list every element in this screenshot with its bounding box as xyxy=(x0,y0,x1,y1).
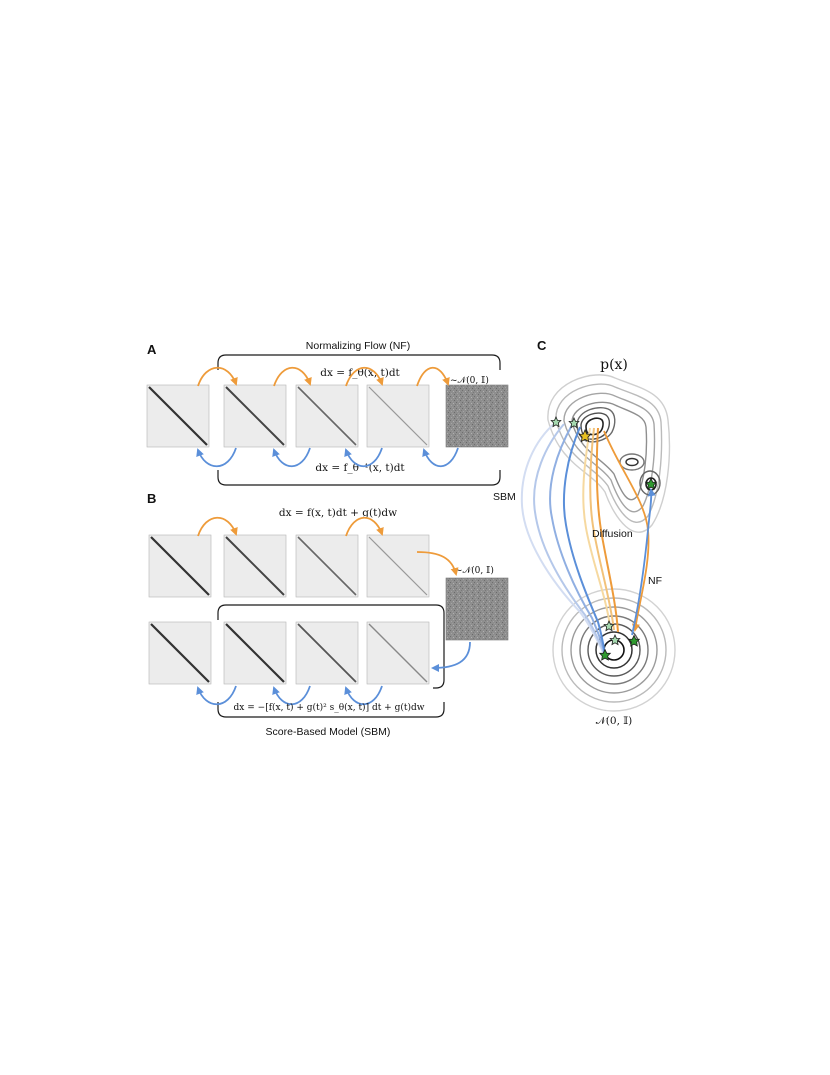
diffusion-trajectory-label: Diffusion xyxy=(592,528,633,540)
nf-map-3-diagonal xyxy=(297,386,357,446)
nf-inverse-trajectory xyxy=(631,488,656,636)
nf-target-distribution: ~𝒩(0, 𝕀) xyxy=(450,375,489,386)
panel-c-letter: C xyxy=(537,338,547,353)
sbm-forward-map-3-diagonal xyxy=(297,536,357,596)
sbm-forward-arrow-3 xyxy=(416,551,459,576)
sbm-trajectories xyxy=(520,421,606,656)
nf-map-4-diagonal xyxy=(368,386,428,446)
sbm-bottom-bracket xyxy=(217,702,445,718)
nf-inverse-arrow-1 xyxy=(196,447,237,468)
sbm-reverse-map-1-diagonal xyxy=(150,623,210,683)
nf-forward-arrow-3 xyxy=(345,366,384,387)
nf-forward-arrow-4 xyxy=(416,366,450,387)
sbm-reverse-arrow-2 xyxy=(196,685,237,706)
sbm-forward-arrow-2 xyxy=(345,516,384,537)
diffusion-trajectories xyxy=(582,427,619,633)
nf-map-2-diagonal xyxy=(225,386,285,446)
panel-a: A Normalizing Flow (NF) dx = f_θ(x, t)dt… xyxy=(146,340,509,486)
sbm-reverse-arrow-1 xyxy=(431,641,471,672)
nf-inverse-arrow-2 xyxy=(272,447,311,468)
sbm-reverse-arrow-4 xyxy=(344,685,383,706)
nf-forward-arrow-2 xyxy=(273,366,312,387)
star-prior-light-1 xyxy=(603,620,615,632)
sbm-target-distribution: ~𝒩(0, 𝕀) xyxy=(455,565,494,576)
panel-c: C p(x) 𝒩(0, 𝕀) xyxy=(493,338,676,727)
sample-stars xyxy=(550,416,658,661)
sbm-reverse-map-3-diagonal xyxy=(297,623,357,683)
star-prior-light-2 xyxy=(609,634,621,646)
sbm-reverse-arrow-3 xyxy=(272,685,311,706)
data-density-contours xyxy=(547,374,671,533)
nf-bottom-bracket xyxy=(217,470,501,486)
nf-forward-equation: dx = f_θ(x, t)dt xyxy=(320,367,400,379)
panel-b: B dx = f(x, t)dt + g(t)dw ~𝒩(0, 𝕀) dx = … xyxy=(147,491,509,738)
prior-density-contours xyxy=(552,588,676,712)
sbm-top-bracket xyxy=(217,604,445,689)
prior-distribution-label: 𝒩(0, 𝕀) xyxy=(596,715,633,727)
nf-trajectory-label: NF xyxy=(648,575,662,587)
star-data-light-1 xyxy=(550,416,562,428)
nf-inverse-arrow-4 xyxy=(422,447,459,468)
sbm-title: Score-Based Model (SBM) xyxy=(266,726,391,738)
nf-noise-map xyxy=(445,384,509,448)
sbm-forward-map-1-diagonal xyxy=(150,536,210,596)
star-prior-bottom xyxy=(598,648,612,661)
panel-a-letter: A xyxy=(147,342,157,357)
nf-inverse-equation: dx = f_θ⁻¹(x, t)dt xyxy=(315,462,405,474)
sbm-forward-map-2-diagonal xyxy=(225,536,285,596)
sbm-trajectory-label: SBM xyxy=(493,491,516,503)
star-data-main xyxy=(578,429,592,443)
data-distribution-label: p(x) xyxy=(600,357,628,373)
star-data-light-2 xyxy=(568,417,580,429)
star-prior-main xyxy=(627,634,641,647)
sbm-forward-map-4-diagonal xyxy=(368,536,428,596)
nf-top-bracket xyxy=(217,354,501,370)
nf-forward-arrow-1 xyxy=(197,366,238,387)
nf-inverse-arrow-3 xyxy=(344,447,383,468)
sbm-forward-arrow-1 xyxy=(197,516,238,537)
sbm-noise-map xyxy=(445,577,509,641)
sbm-forward-equation: dx = f(x, t)dt + g(t)dw xyxy=(279,507,397,519)
star-data-right xyxy=(644,477,658,490)
panel-b-letter: B xyxy=(147,491,156,506)
sbm-reverse-map-2-diagonal xyxy=(225,623,285,683)
nf-map-1-diagonal xyxy=(148,386,208,446)
sbm-reverse-equation: dx = −[f(x, t) + g(t)² s_θ(x, t)] dt + g… xyxy=(234,702,425,713)
sbm-reverse-map-4-diagonal xyxy=(368,623,428,683)
nf-title: Normalizing Flow (NF) xyxy=(306,340,410,352)
